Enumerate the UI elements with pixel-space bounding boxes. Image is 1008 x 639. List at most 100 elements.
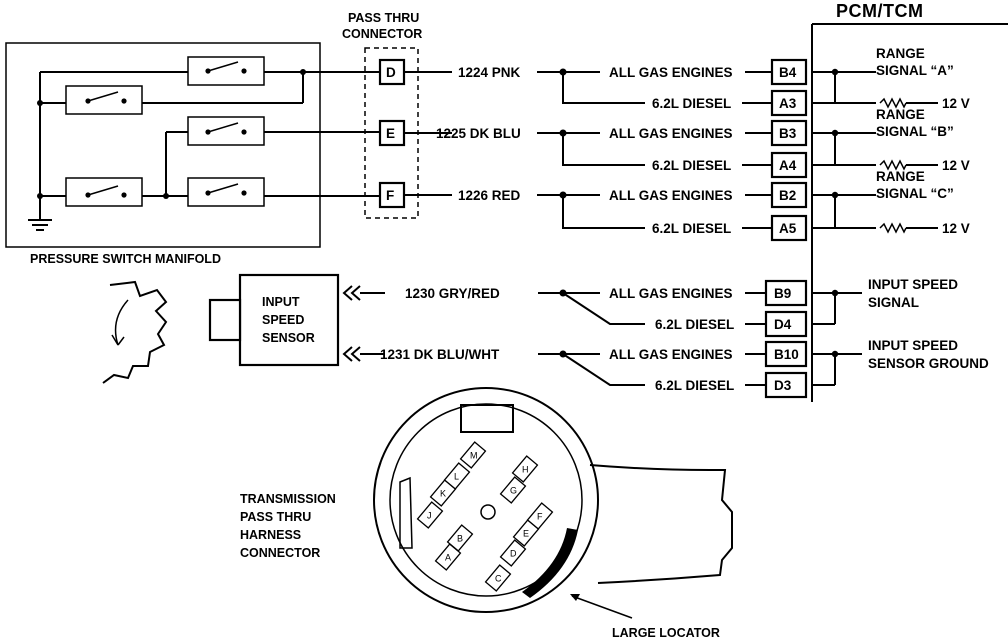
- manifold-outline: [5, 42, 321, 248]
- voltage-label: 12 V: [942, 158, 970, 173]
- connector-pin-label: L: [454, 472, 459, 482]
- junction-dot: [831, 129, 839, 137]
- pcm-tcm-title: PCM/TCM: [836, 1, 924, 21]
- diesel-label: 6.2L DIESEL: [655, 378, 734, 393]
- connector-pin-label: E: [523, 529, 529, 539]
- pcm-pin-label: B3: [779, 126, 797, 141]
- diesel-label: 6.2L DIESEL: [652, 158, 731, 173]
- manifold-label: PRESSURE SWITCH MANIFOLD: [30, 252, 221, 266]
- connector-label-4: CONNECTOR: [240, 546, 320, 560]
- pcm-pin-box: [770, 214, 808, 242]
- pressure-switch-4: [65, 177, 143, 207]
- connector-pin-box: [416, 501, 444, 529]
- connector-center-hole: [480, 504, 496, 520]
- range-signal-label: SIGNAL “A”: [876, 63, 954, 78]
- connector-chevron-icon: [342, 285, 361, 301]
- pass-thru-connector: PASS THRU CONNECTOR: [342, 11, 422, 219]
- ground-symbol: [28, 196, 52, 231]
- junction-dot: [831, 289, 839, 297]
- connector-housing-arm: [589, 464, 733, 584]
- connector-pin-label: B: [457, 534, 463, 544]
- voltage-label: 12 V: [942, 96, 970, 111]
- pcm-pin-label: B9: [774, 286, 791, 301]
- connector-pin-label: F: [537, 512, 543, 522]
- diesel-branch-wire: [562, 72, 645, 104]
- connector-pin: H: [511, 455, 539, 483]
- sensor-signal-label: SIGNAL: [868, 295, 919, 310]
- connector-side-key: [399, 476, 413, 549]
- wire-label: 1224 PNK: [458, 65, 521, 80]
- pressure-switch-1: [187, 56, 265, 86]
- pressure-switch-2: [65, 85, 143, 115]
- connector-pin: J: [416, 501, 444, 529]
- pcm-pin-box: [764, 310, 808, 338]
- connector-pin-label: H: [522, 465, 529, 475]
- gas-engines-label: ALL GAS ENGINES: [609, 347, 733, 362]
- large-locator-label: LARGE LOCATOR: [612, 626, 720, 639]
- pcm-pin-box: [770, 181, 808, 209]
- junction-dot: [831, 191, 839, 199]
- connector-label-1: TRANSMISSION: [240, 492, 336, 506]
- connector-pin-label: J: [427, 511, 432, 521]
- pcm-pin-box: [764, 279, 808, 307]
- pcm-tcm-module: PCM/TCM: [811, 1, 1008, 402]
- diesel-branch-wire: [562, 353, 645, 386]
- range-signal-label: SIGNAL “B”: [876, 124, 954, 139]
- connector-pin-box: [443, 462, 471, 490]
- pass-thru-pin-label: F: [386, 188, 394, 203]
- gas-engines-label: ALL GAS ENGINES: [609, 188, 733, 203]
- sensor-signal-label: INPUT SPEED: [868, 277, 958, 292]
- connector-pin: M: [459, 441, 487, 469]
- pcm-pin-label: B10: [774, 347, 799, 362]
- gas-engines-label: ALL GAS ENGINES: [609, 126, 733, 141]
- pass-thru-title-line2: CONNECTOR: [342, 27, 422, 41]
- diesel-branch-wire: [562, 133, 645, 166]
- speed-sensor-label-3: SENSOR: [262, 331, 315, 345]
- connector-pin-box: [526, 502, 554, 530]
- range-signal-label: RANGE: [876, 107, 925, 122]
- connector-pin-label: A: [445, 553, 451, 563]
- pcm-pin-box: [770, 119, 808, 147]
- diesel-branch-wire: [562, 292, 645, 325]
- pcm-pin-box: [764, 340, 808, 368]
- connector-pin-box: [484, 564, 512, 592]
- speed-sensor-label-2: SPEED: [262, 313, 304, 327]
- pcm-pin-label: D3: [774, 378, 792, 393]
- locator-leader-line: [571, 595, 633, 619]
- pressure-switch-3: [187, 116, 265, 146]
- connector-pin-label: K: [440, 489, 446, 499]
- pcm-pin-box: [770, 151, 808, 179]
- pullup-resistor: [879, 222, 907, 234]
- connector-pin: L: [443, 462, 471, 490]
- connector-pin: B: [446, 524, 474, 552]
- connector-top-key: [460, 404, 514, 433]
- diesel-label: 6.2L DIESEL: [655, 317, 734, 332]
- range-signal-label: SIGNAL “C”: [876, 186, 954, 201]
- junction-dot: [831, 350, 839, 358]
- pass-thru-pin-label: E: [386, 126, 395, 141]
- sensor-signal-label: INPUT SPEED: [868, 338, 958, 353]
- speed-sensor-tip: [208, 298, 242, 342]
- pcm-pin-label: A3: [779, 96, 797, 111]
- diesel-label: 6.2L DIESEL: [652, 96, 731, 111]
- pullup-resistor: [879, 159, 907, 171]
- pressure-switch-5: [187, 177, 265, 207]
- connector-pin: D: [499, 539, 527, 567]
- junction-dot: [831, 68, 839, 76]
- connector-outer-ring: [373, 387, 599, 613]
- speed-sensor-body: [238, 273, 340, 367]
- large-locator-mark: [522, 528, 578, 598]
- connector-pin-label: D: [510, 549, 517, 559]
- pcm-pin-label: B4: [779, 65, 797, 80]
- connector-label-2: PASS THRU: [240, 510, 311, 524]
- connector-pin: C: [484, 564, 512, 592]
- pcm-pin-box: [770, 58, 808, 86]
- pcm-pin-label: A4: [779, 158, 797, 173]
